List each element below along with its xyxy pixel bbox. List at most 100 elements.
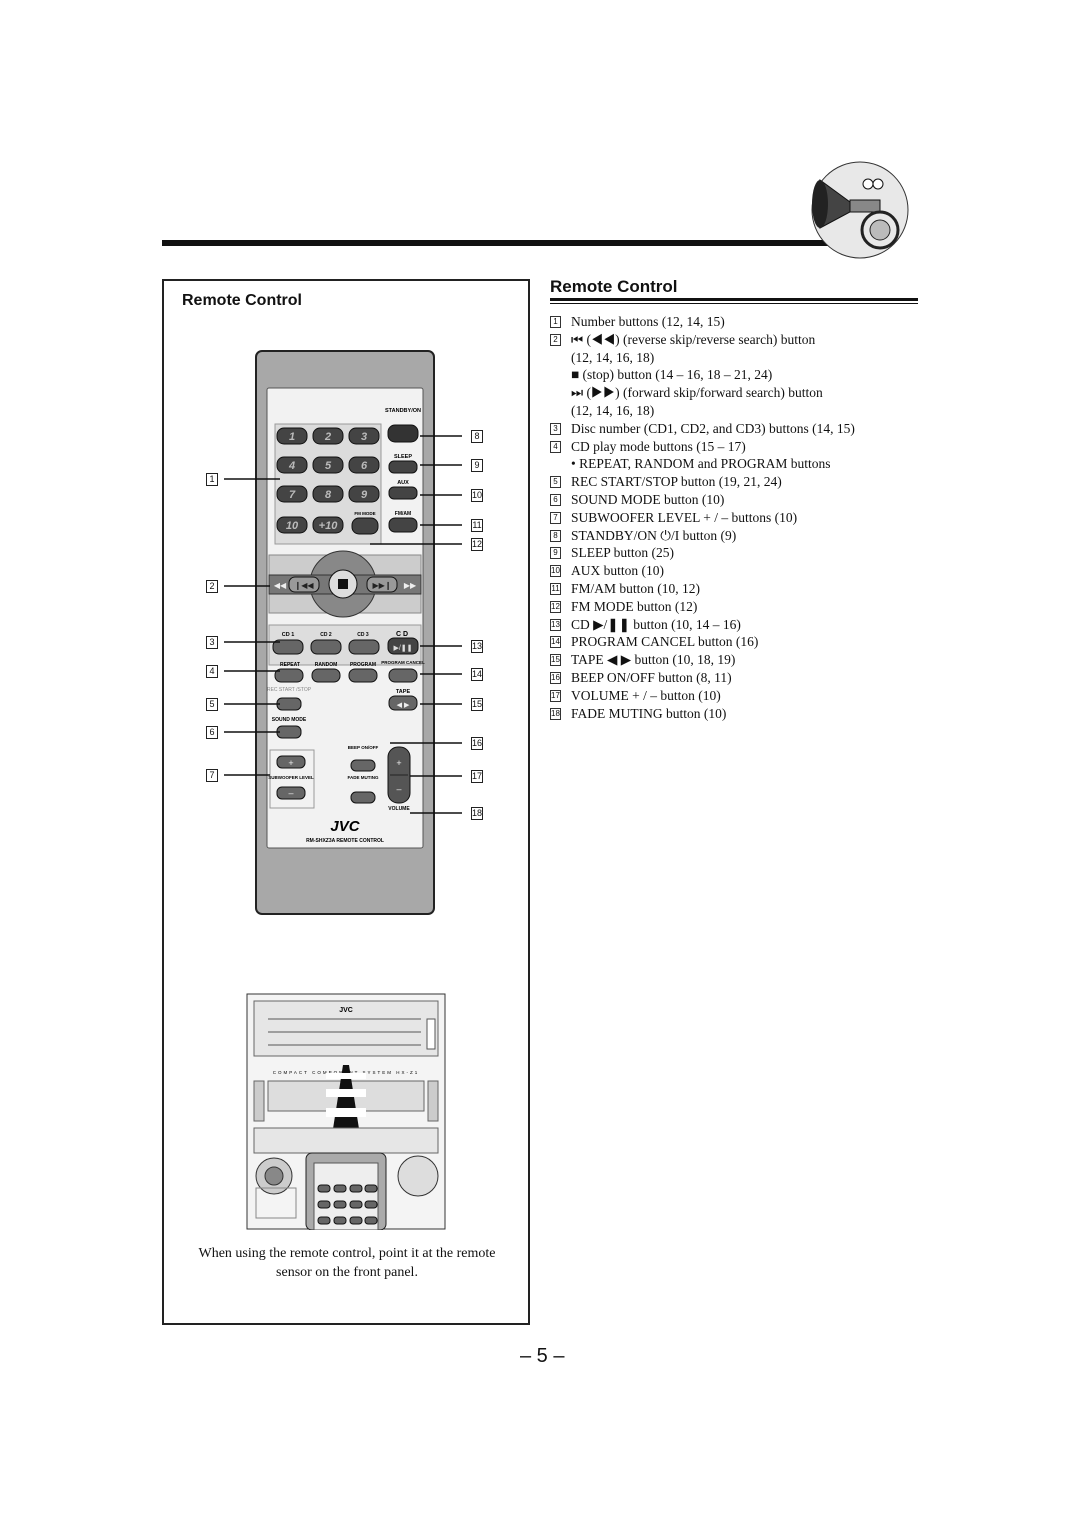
num-key-plus10-label: +10 [319, 520, 339, 532]
cd-play-pause-button[interactable] [387, 637, 419, 655]
cd3-label: CD 3 [357, 632, 369, 638]
fm-am-button[interactable] [388, 517, 418, 533]
aux-label: AUX [397, 480, 409, 486]
num-key-3[interactable] [348, 427, 380, 445]
legend-number-box: 12 [550, 600, 561, 613]
section-title-rule-thin [550, 303, 918, 304]
callout-leader-lines [224, 435, 462, 814]
cd1-label: CD 1 [282, 632, 295, 638]
tape-button[interactable] [388, 695, 418, 711]
program-button[interactable] [348, 668, 378, 683]
random-label: RANDOM [315, 662, 338, 668]
callout-18: 18 [471, 807, 483, 820]
subwoofer-label: SUBWOOFER LEVEL [268, 775, 314, 780]
legend-number-box: 18 [550, 707, 561, 720]
legend-text: (12, 14, 16, 18) [571, 402, 655, 418]
sleep-button[interactable] [388, 460, 418, 474]
fade-muting-button[interactable] [350, 791, 376, 804]
num-key-2[interactable] [312, 427, 344, 445]
beep-button[interactable] [350, 759, 376, 772]
number-pad: 1 2 3 4 5 6 7 8 9 10 +10 [274, 423, 382, 545]
num-key-1[interactable] [276, 427, 308, 445]
tape-direction-icon: ◀ ▶ [397, 702, 410, 709]
program-cancel-label: PROGRAM CANCEL [381, 660, 425, 665]
num-key-9[interactable] [348, 485, 380, 503]
subwoofer-plus-button[interactable] [276, 755, 306, 769]
cd2-label: CD 2 [320, 632, 332, 638]
skip-forward-button[interactable] [366, 576, 398, 593]
skip-back-button[interactable] [288, 576, 320, 593]
aux-button[interactable] [388, 486, 418, 500]
sound-mode-label: SOUND MODE [272, 717, 307, 723]
num-key-7[interactable] [276, 485, 308, 503]
callout-14: 14 [471, 668, 483, 681]
legend-text: STANDBY/ON ⏻/I button (9) [571, 527, 737, 543]
num-key-1-label: 1 [289, 431, 295, 443]
legend-text: AUX button (10) [571, 563, 664, 579]
fm-mode-label: FM MODE [354, 511, 375, 516]
legend-text: FM MODE button (12) [571, 598, 698, 614]
callout-16: 16 [471, 737, 483, 750]
callout-2: 2 [206, 580, 218, 593]
num-key-6[interactable] [348, 456, 380, 474]
num-key-7-label: 7 [289, 489, 296, 501]
legend-text: VOLUME + / – button (10) [571, 687, 721, 703]
legend-text: (12, 14, 16, 18) [571, 349, 655, 365]
callout-5: 5 [206, 698, 218, 711]
program-cancel-button[interactable] [388, 668, 418, 683]
legend-text: ■ (stop) button (14 – 16, 18 – 21, 24) [571, 367, 773, 383]
legend-text: CD ▶/❚❚ button (10, 14 – 16) [571, 616, 741, 632]
legend-number-box: 9 [550, 547, 561, 560]
callout-17: 17 [471, 770, 483, 783]
play-pause-icon: ▶/❚❚ [393, 644, 412, 652]
device-brand-logo: JVC [339, 1007, 353, 1014]
legend-number-box: 2 [550, 333, 561, 346]
num-key-8[interactable] [312, 485, 344, 503]
num-key-9-label: 9 [361, 489, 368, 501]
legend-number-box: 15 [550, 654, 561, 667]
num-key-4[interactable] [276, 456, 308, 474]
legend-text: • REPEAT, RANDOM and PROGRAM buttons [571, 456, 831, 472]
standby-button[interactable] [387, 424, 419, 443]
num-key-4-label: 4 [288, 460, 295, 472]
legend-text: ⏮ (◀◀) (reverse skip/reverse search) but… [571, 331, 816, 347]
legend-item: (12, 14, 16, 18) [550, 349, 930, 367]
legend-text: FM/AM button (10, 12) [571, 580, 701, 596]
volume-up-icon: + [396, 758, 401, 768]
subwoofer-minus-button[interactable] [276, 786, 306, 800]
legend-item: (12, 14, 16, 18) [550, 402, 930, 420]
num-key-5[interactable] [312, 456, 344, 474]
random-button[interactable] [311, 668, 341, 683]
remote-control-illustration: STANDBY/ON 1 2 3 4 5 6 7 8 9 [255, 350, 435, 915]
program-label: PROGRAM [350, 662, 376, 668]
device-volume-knob [397, 1155, 439, 1197]
rewind-icon: ◀◀ [274, 581, 287, 590]
legend-text: CD play mode buttons (15 – 17) [571, 438, 746, 454]
cd-play-label: C D [396, 631, 408, 638]
cd1-button[interactable] [272, 639, 304, 655]
standby-label: STANDBY/ON [385, 408, 421, 414]
stereo-system-illustration: JVC COMPACT COMPONENT SYSTEM HX-Z1 [246, 993, 446, 1230]
num-key-plus10[interactable] [312, 516, 344, 534]
fm-mode-button[interactable] [351, 517, 379, 535]
legend-item: • REPEAT, RANDOM and PROGRAM buttons [550, 455, 930, 473]
cd3-button[interactable] [348, 639, 380, 655]
num-key-10[interactable] [276, 516, 308, 534]
cd2-button[interactable] [310, 639, 342, 655]
callout-7: 7 [206, 769, 218, 782]
callout-10: 10 [471, 489, 483, 502]
repeat-button[interactable] [274, 668, 304, 683]
remote-model-label: RM-SHXZ3A REMOTE CONTROL [306, 838, 384, 844]
volume-label: VOLUME [388, 806, 410, 812]
legend-number-box: 13 [550, 618, 561, 631]
callout-15: 15 [471, 698, 483, 711]
